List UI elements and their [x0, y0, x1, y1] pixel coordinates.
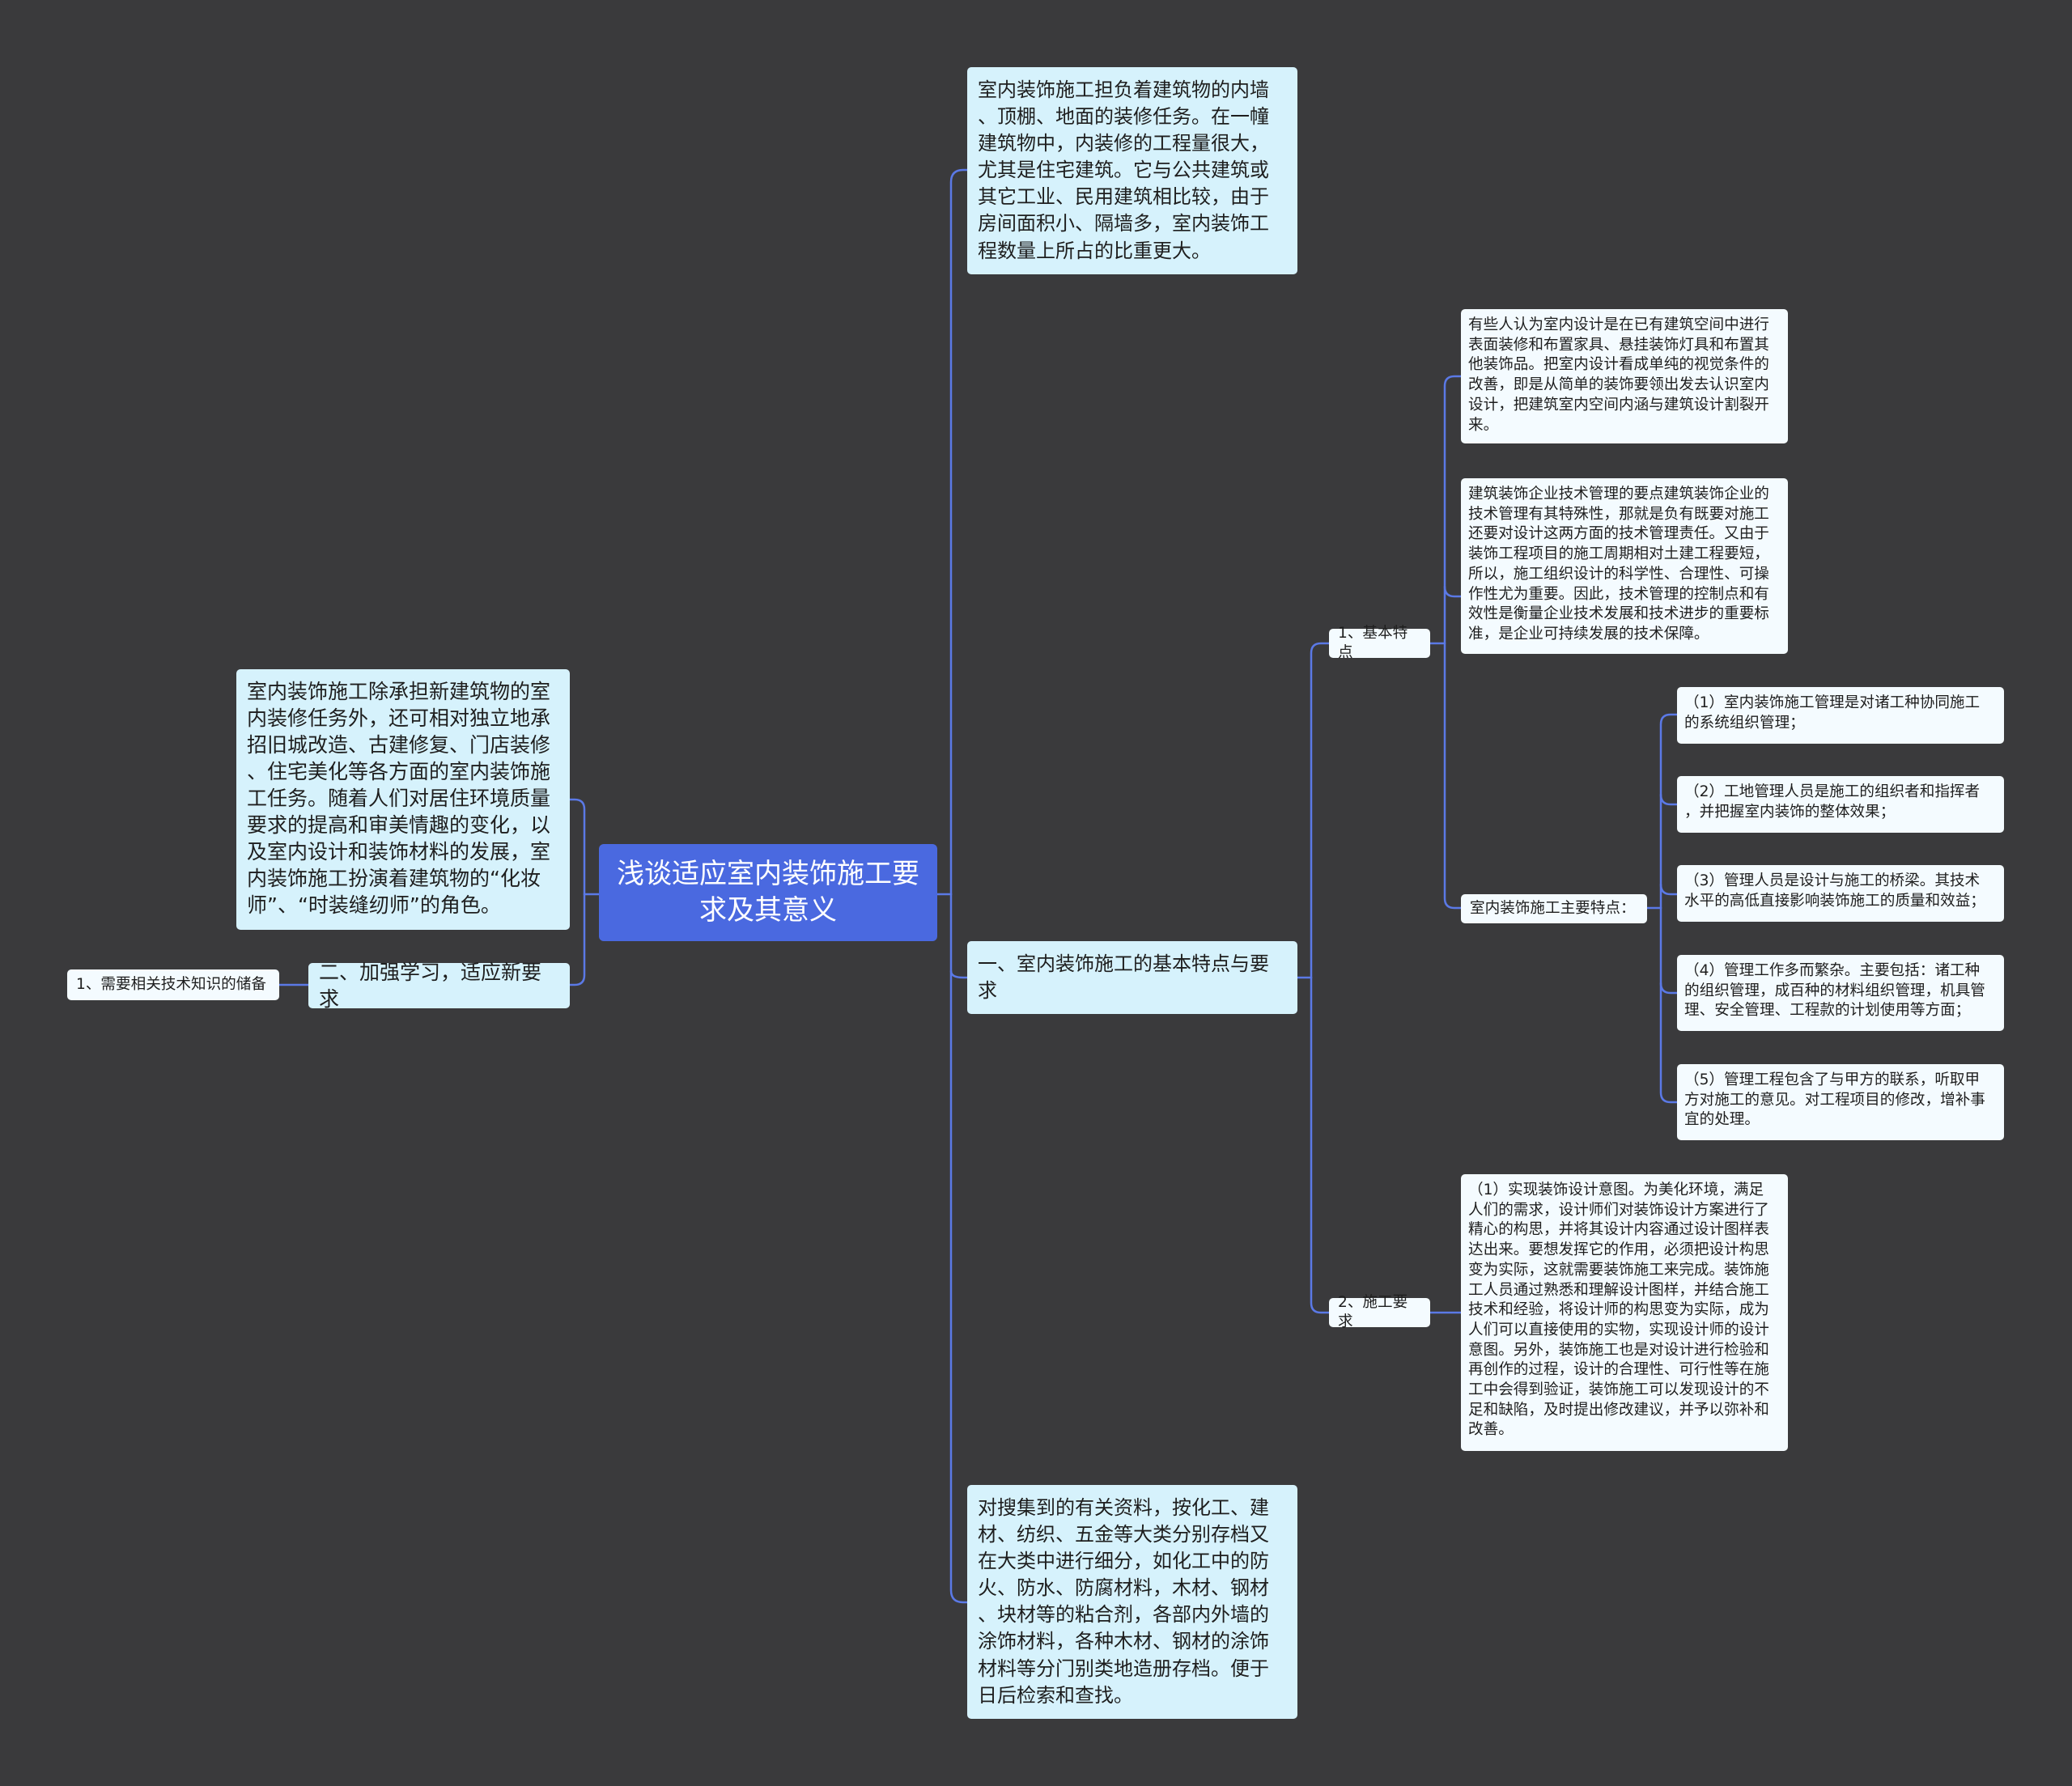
- archive-topic[interactable]: 对搜集到的有关资料，按化工、建 材、纺织、五金等大类分别存档又 在大类中进行细分…: [967, 1485, 1297, 1719]
- construction-requirements-topic[interactable]: 2、施工要求: [1329, 1294, 1430, 1330]
- section1-topic[interactable]: 一、室内装饰施工的基本特点与要 求: [967, 941, 1297, 1014]
- basic-note-1[interactable]: 有些人认为室内设计是在已有建筑空间中进行 表面装修和布置家具、悬挂装饰灯具和布置…: [1461, 309, 1788, 443]
- main-feature-item[interactable]: （1）室内装饰施工管理是对诸工种协同施工 的系统组织管理；: [1677, 687, 2004, 744]
- connector-right-trunk-low: [949, 893, 969, 1604]
- connector-sub-trunk-up: [1310, 642, 1331, 979]
- connector-left-trunk-down: [568, 893, 586, 986]
- main-features-topic[interactable]: 室内装饰施工主要特点：: [1461, 894, 1647, 923]
- basic-note-2[interactable]: 建筑装饰企业技术管理的要点建筑装饰企业的 技术管理有其特殊性，那就是负有既要对施…: [1461, 478, 1788, 654]
- connector-main-item2: [1659, 793, 1679, 806]
- main-feature-item[interactable]: （5）管理工程包含了与甲方的联系，听取甲 方对施工的意见。对工程项目的修改，增补…: [1677, 1064, 2004, 1140]
- connector-right-trunk: [949, 168, 969, 896]
- connector-main-item5: [1659, 982, 1679, 1104]
- connector-sub-trunk-down: [1310, 976, 1331, 1314]
- construction-requirements-detail[interactable]: （1）实现装饰设计意图。为美化环境，满足 人们的需求，设计师们对装饰设计方案进行…: [1461, 1174, 1788, 1451]
- connector-basic-down: [1443, 642, 1463, 910]
- connector-basic-note2: [1443, 585, 1463, 598]
- connector-main-trunk-down: [1659, 906, 1679, 995]
- connector-left-trunk-up: [568, 798, 586, 896]
- intro-topic[interactable]: 室内装饰施工担负着建筑物的内墙 、顶棚、地面的装修任务。在一幢 建筑物中，内装修…: [967, 67, 1297, 274]
- connector-main-item3: [1659, 883, 1679, 896]
- main-feature-item[interactable]: （3）管理人员是设计与施工的桥梁。其技术 水平的高低直接影响装饰施工的质量和效益…: [1677, 865, 2004, 922]
- main-feature-item[interactable]: （2）工地管理人员是施工的组织者和指挥者 ，并把握室内装饰的整体效果；: [1677, 776, 2004, 833]
- connector-main-trunk-up: [1659, 713, 1679, 910]
- root-topic[interactable]: 浅谈适应室内装饰施工要求及其意义: [599, 844, 937, 941]
- connector-section1: [949, 969, 969, 979]
- section2-child-topic[interactable]: 1、需要相关技术知识的储备: [67, 969, 279, 1000]
- section2-topic[interactable]: 二、加强学习，适应新要求: [308, 961, 570, 1011]
- left-intro-topic[interactable]: 室内装饰施工除承担新建筑物的室 内装修任务外，还可相对独立地承 招旧城改造、古建…: [236, 669, 570, 930]
- main-feature-item[interactable]: （4）管理工作多而繁杂。主要包括：诸工种 的组织管理，成百种的材料组织管理，机具…: [1677, 955, 2004, 1031]
- connector-basic-trunk: [1443, 375, 1463, 645]
- basic-features-topic[interactable]: 1、基本特点: [1329, 625, 1430, 661]
